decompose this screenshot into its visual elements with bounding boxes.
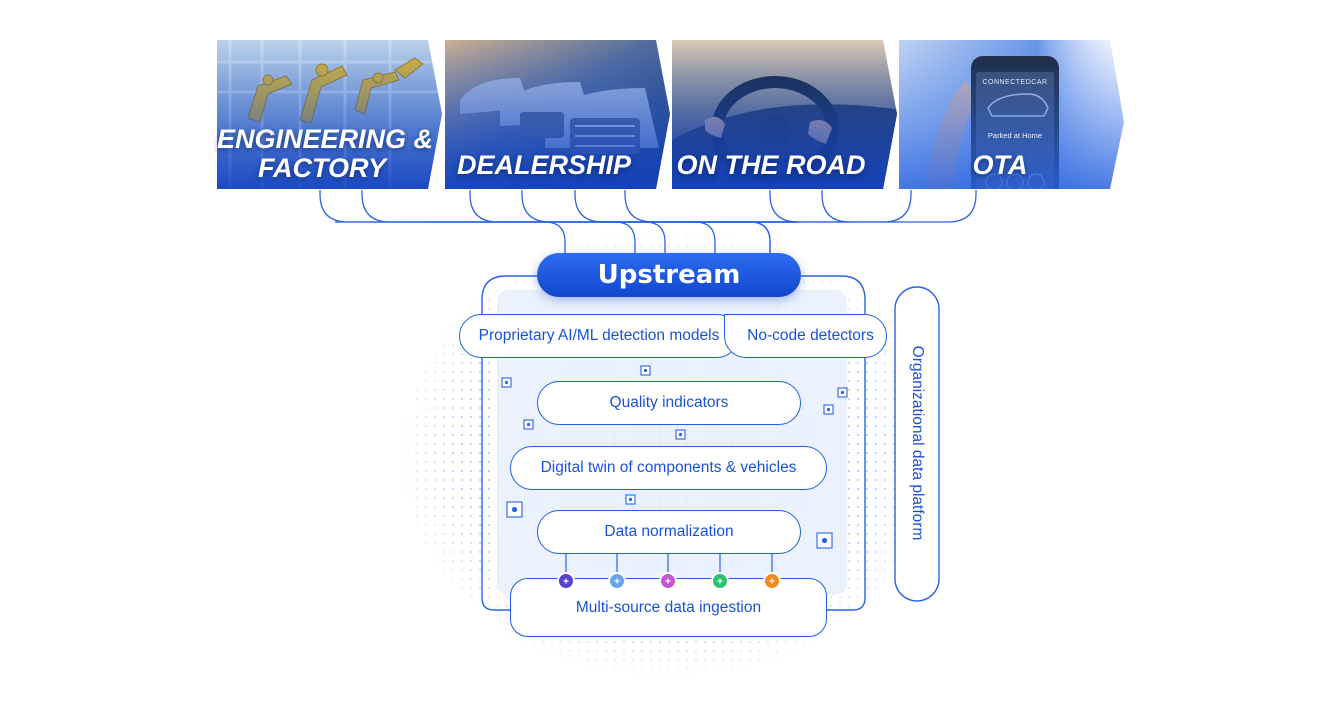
stage-arrow-ota: [899, 40, 1124, 189]
quality-indicators-pill: Quality indicators: [537, 381, 801, 425]
platform-frame-left: [481, 300, 512, 611]
upstream-logo: Upstream: [537, 253, 801, 297]
stage-label-line: DEALERSHIP: [456, 150, 632, 180]
side-pill-frame: [894, 286, 940, 602]
stage-label-factory: ENGINEERING & FACTORY: [217, 124, 434, 183]
stage-label-line: OTA: [972, 150, 1028, 180]
phone-app-name: CONNECTEDCAR: [982, 79, 1048, 86]
stage-label-line: ENGINEERING &: [217, 124, 434, 154]
ai-ml-models-pill: Proprietary AI/ML detection models: [459, 314, 739, 358]
data-normalization-pill: Data normalization: [537, 510, 801, 554]
stage-label-ota: OTA: [960, 151, 1040, 180]
phone-status: Parked at Home: [987, 131, 1043, 140]
stage-arrow-road: [672, 40, 897, 189]
no-code-detectors-pill: No-code detectors: [724, 314, 887, 358]
platform-frame-right: [801, 275, 866, 611]
data-ingestion-pill: Multi-source data ingestion: [510, 578, 827, 637]
stage-label-dealership: DEALERSHIP: [445, 151, 643, 180]
stage-connectors: [319, 190, 977, 253]
stage-arrow-factory: [217, 40, 442, 189]
stage-arrow-dealership: [445, 40, 670, 189]
digital-twin-pill: Digital twin of components & vehicles: [510, 446, 827, 490]
stage-label-road: ON THE ROAD: [672, 151, 870, 180]
org-data-platform-label: Organizational data platform: [909, 345, 926, 541]
stage-label-line: ON THE ROAD: [676, 150, 866, 180]
stage-label-line: FACTORY: [257, 153, 387, 183]
